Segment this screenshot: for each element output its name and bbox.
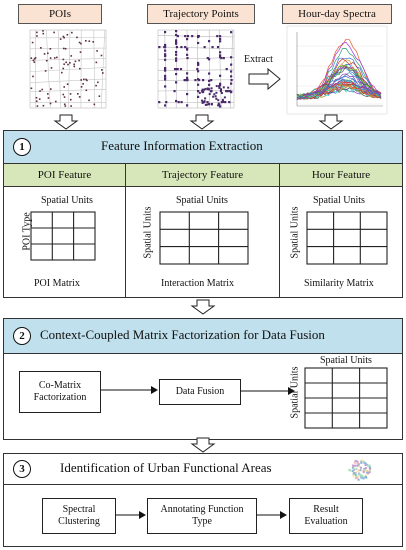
step1-number: 1 bbox=[13, 138, 31, 156]
arrow-right-icon bbox=[256, 511, 287, 519]
down-arrow-icon bbox=[190, 299, 216, 315]
functional-area-map-icon bbox=[348, 459, 372, 481]
spectra-label: Hour-day Spectra bbox=[298, 8, 376, 20]
trajectory-spatial-units-label: Spatial Units bbox=[176, 195, 228, 206]
trajectory-side-spatial-units-label: Spatial Units bbox=[142, 206, 154, 259]
arrow-right-icon bbox=[240, 387, 295, 395]
step1-header: 1 Feature Information Extraction bbox=[4, 131, 402, 164]
poi-spatial-units-label: Spatial Units bbox=[41, 195, 93, 206]
data-fusion-box: Data Fusion bbox=[159, 379, 241, 405]
spectra-label-box: Hour-day Spectra bbox=[282, 4, 392, 24]
functional-areas-panel: 3 Identification of Urban Functional Are… bbox=[3, 453, 403, 547]
down-arrow-icon bbox=[53, 114, 79, 130]
extract-label: Extract bbox=[244, 54, 273, 65]
extract-arrow-icon bbox=[248, 67, 281, 91]
fused-matrix-grid bbox=[304, 367, 388, 429]
poi-matrix-grid bbox=[30, 211, 96, 261]
trajectory-feature-header: Trajectory Feature bbox=[126, 164, 279, 187]
spectral-clustering-box: Spectral Clustering bbox=[42, 498, 116, 534]
step3-header: 3 Identification of Urban Functional Are… bbox=[4, 454, 402, 485]
down-arrow-icon bbox=[190, 437, 216, 453]
pois-label: POIs bbox=[48, 8, 71, 20]
poi-map-image bbox=[29, 29, 107, 109]
feature-extraction-panel: 1 Feature Information Extraction POI Fea… bbox=[3, 130, 403, 298]
column-divider bbox=[125, 164, 126, 297]
step2-header: 2 Context-Coupled Matrix Factorization f… bbox=[4, 319, 402, 354]
similarity-matrix-label: Similarity Matrix bbox=[304, 278, 374, 289]
trajectory-points-label: Trajectory Points bbox=[163, 8, 239, 20]
hour-side-spatial-units-label: Spatial Units bbox=[289, 206, 301, 259]
down-arrow-icon bbox=[318, 114, 344, 130]
result-evaluation-box: Result Evaluation bbox=[289, 498, 363, 534]
step1-title: Feature Information Extraction bbox=[101, 138, 263, 153]
down-arrow-icon bbox=[189, 114, 215, 130]
step2-number: 2 bbox=[13, 327, 31, 345]
step3-number: 3 bbox=[13, 460, 31, 478]
arrow-right-icon bbox=[101, 386, 158, 394]
co-matrix-factorization-box: Co-Matrix Factorization bbox=[19, 371, 101, 413]
trajectory-points-label-box: Trajectory Points bbox=[147, 4, 255, 24]
spectra-chart-image bbox=[286, 25, 388, 115]
hour-feature-header: Hour Feature bbox=[280, 164, 402, 187]
similarity-matrix-grid bbox=[306, 211, 388, 265]
column-divider bbox=[279, 164, 280, 297]
poi-feature-header: POI Feature bbox=[4, 164, 125, 187]
data-fusion-panel: 2 Context-Coupled Matrix Factorization f… bbox=[3, 318, 403, 440]
annotating-function-type-box: Annotating Function Type bbox=[147, 498, 257, 534]
interaction-matrix-grid bbox=[159, 211, 249, 265]
interaction-matrix-label: Interaction Matrix bbox=[161, 278, 235, 289]
step3-title: Identification of Urban Functional Areas bbox=[60, 460, 272, 475]
fusion-spatial-units-label: Spatial Units bbox=[320, 355, 372, 366]
poi-matrix-label: POI Matrix bbox=[34, 278, 80, 289]
pois-label-box: POIs bbox=[18, 4, 102, 24]
hour-spatial-units-label: Spatial Units bbox=[313, 195, 365, 206]
trajectory-map-image bbox=[157, 29, 235, 109]
fusion-side-spatial-units-label: Spatial Units bbox=[289, 366, 301, 419]
arrow-right-icon bbox=[115, 511, 146, 519]
step2-title: Context-Coupled Matrix Factorization for… bbox=[40, 327, 325, 342]
